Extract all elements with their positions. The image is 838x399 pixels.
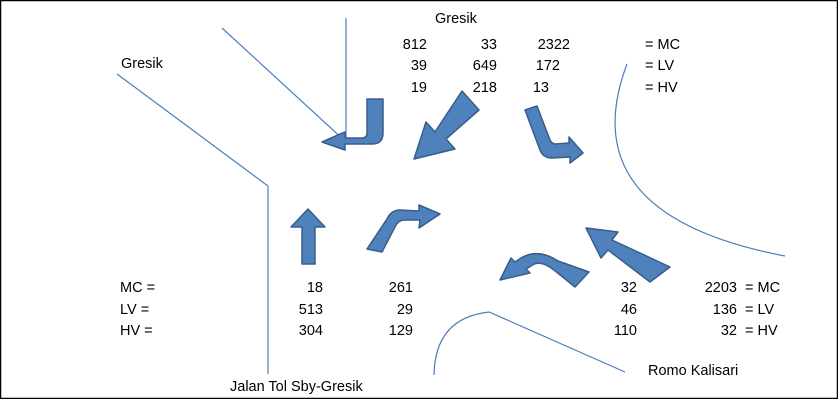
north-mc-right: 2322 [537,37,570,53]
north-mc-left: 812 [402,37,427,53]
north-hv-through: 218 [472,80,497,96]
east-mc-through: 2203 [704,280,737,296]
south-hv-right: 129 [388,323,413,339]
road-line-west-diagonal [116,73,269,187]
south-mc-through: 18 [306,280,323,296]
arrow-north-right-turn [524,105,584,164]
east-lv-label: = LV [745,302,775,318]
north-lv-left: 39 [410,58,427,74]
arrow-north-through [413,90,480,160]
arrow-south-through [290,208,326,265]
road-curve-north-east [614,63,786,257]
road-label-north: Gresik [435,11,477,27]
south-hv-through: 304 [298,323,323,339]
east-lv-through: 136 [712,302,737,318]
road-label-south-west: Jalan Tol Sby-Gresik [230,379,363,395]
north-hv-label: = HV [645,80,678,96]
north-mc-through: 33 [480,37,497,53]
south-lv-right: 29 [396,302,413,318]
south-hv-label: HV = [120,323,153,339]
east-mc-label: = MC [745,280,781,296]
south-lv-label: LV = [120,302,150,318]
south-lv-through: 513 [298,302,323,318]
north-hv-right: 13 [532,80,549,96]
road-label-west: Gresik [121,56,163,72]
east-lv-left: 46 [620,302,637,318]
arrow-east-left-turn [499,252,590,288]
south-mc-label: MC = [120,280,156,296]
north-lv-label: = LV [645,58,675,74]
arrow-south-right-turn [366,204,441,253]
north-mc-label: = MC [645,37,681,53]
east-hv-through: 32 [720,323,737,339]
east-hv-left: 110 [613,323,637,339]
road-label-south-east: Romo Kalisari [648,363,739,379]
east-hv-label: = HV [745,323,778,339]
arrow-east-through [585,227,671,283]
north-hv-left: 19 [410,80,427,96]
road-line-north-west-diagonal [221,27,347,143]
road-curve-south-east [433,311,626,376]
south-mc-right: 261 [388,280,413,296]
north-lv-through: 649 [472,58,497,74]
arrow-north-left-turn [321,98,384,151]
east-mc-left: 32 [620,280,637,296]
north-lv-right: 172 [535,58,560,74]
